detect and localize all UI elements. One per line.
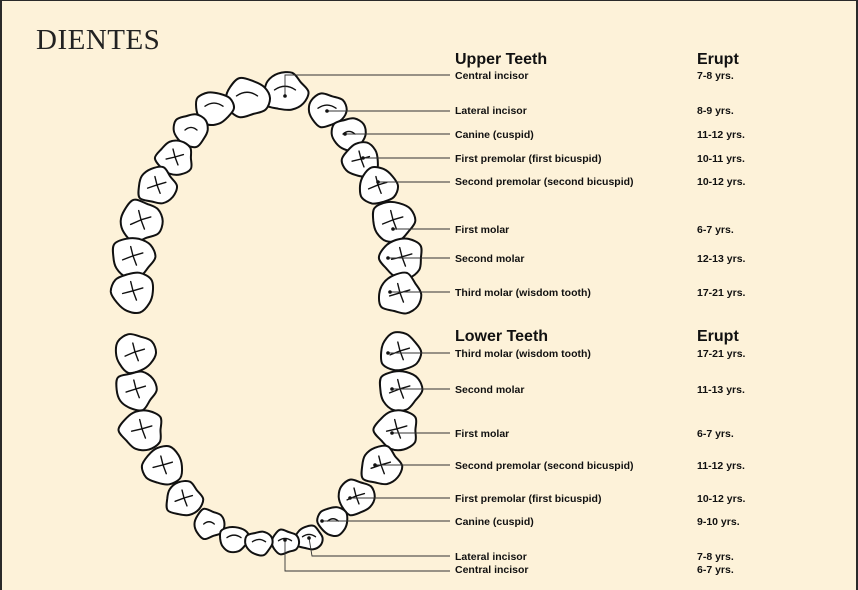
lower-left-tooth-3	[118, 410, 161, 450]
upper-leader-line-2-dot	[325, 109, 329, 113]
upper-right-tooth-1	[264, 72, 309, 110]
lower-label-canine: Canine (cuspid)	[455, 516, 534, 528]
lower-label-central-incisor: Central incisor	[455, 564, 529, 576]
upper-label-first-molar: First molar	[455, 224, 509, 236]
upper-leader-line-6-dot	[391, 227, 395, 231]
lower-label-second-premolar: Second premolar (second bicuspid)	[455, 460, 634, 472]
upper-label-central-incisor: Central incisor	[455, 70, 529, 82]
lower-erupt-second-molar: 11-13 yrs.	[697, 384, 745, 396]
lower-leader-line-4-dot	[373, 463, 377, 467]
lower-leader-line-7	[309, 538, 450, 556]
lower-label-second-molar: Second molar	[455, 384, 524, 396]
lower-right-tooth-3-crown	[373, 410, 416, 450]
lower-erupt-canine: 9-10 yrs.	[697, 516, 740, 528]
upper-right-tooth-6	[373, 202, 415, 242]
lower-erupt-lateral-incisor: 7-8 yrs.	[697, 551, 734, 563]
upper-teeth-header: Upper Teeth	[455, 51, 547, 68]
lower-erupt-first-molar: 6-7 yrs.	[697, 428, 734, 440]
lower-right-tooth-3	[373, 410, 416, 450]
upper-erupt-canine: 11-12 yrs.	[697, 129, 745, 141]
upper-erupt-header: Erupt	[697, 51, 739, 68]
upper-label-canine: Canine (cuspid)	[455, 129, 534, 141]
upper-erupt-central-incisor: 7-8 yrs.	[697, 70, 734, 82]
upper-leader-line-1	[285, 75, 450, 96]
upper-label-second-molar: Second molar	[455, 253, 524, 265]
upper-leader-line-3-dot	[343, 132, 347, 136]
lower-leader-line-6-dot	[320, 519, 324, 523]
upper-left-tooth-8-crown	[111, 273, 153, 313]
lower-erupt-header: Erupt	[697, 328, 739, 345]
lower-erupt-first-premolar: 10-12 yrs.	[697, 493, 746, 505]
upper-erupt-second-molar: 12-13 yrs.	[697, 253, 746, 265]
lower-left-tooth-1	[116, 334, 156, 373]
lower-leader-line-7-dot	[307, 536, 311, 540]
lower-erupt-third-molar: 17-21 yrs.	[697, 348, 746, 360]
lower-left-tooth-3-crown	[118, 410, 161, 450]
upper-leader-line-8-dot	[388, 290, 392, 294]
lower-leader-line-2-dot	[390, 387, 394, 391]
lower-leader-line-3-dot	[390, 431, 394, 435]
lower-erupt-central-incisor: 6-7 yrs.	[697, 564, 734, 576]
upper-label-second-premolar: Second premolar (second bicuspid)	[455, 176, 634, 188]
upper-right-tooth-1-crown	[264, 72, 309, 110]
upper-erupt-third-molar: 17-21 yrs.	[697, 287, 746, 299]
lower-leader-line-1-dot	[386, 351, 390, 355]
lower-left-tooth-2	[116, 372, 156, 411]
lower-left-tooth-8-crown	[245, 532, 272, 556]
upper-label-lateral-incisor: Lateral incisor	[455, 105, 527, 117]
lower-label-third-molar: Third molar (wisdom tooth)	[455, 348, 591, 360]
lower-erupt-second-premolar: 11-12 yrs.	[697, 460, 745, 472]
lower-label-first-premolar: First premolar (first bicuspid)	[455, 493, 601, 505]
upper-right-tooth-8	[379, 273, 421, 314]
upper-right-tooth-5	[360, 167, 398, 204]
lower-teeth-header: Lower Teeth	[455, 328, 548, 345]
upper-left-tooth-8	[111, 273, 153, 313]
upper-label-first-premolar: First premolar (first bicuspid)	[455, 153, 601, 165]
upper-erupt-lateral-incisor: 8-9 yrs.	[697, 105, 734, 117]
upper-label-third-molar: Third molar (wisdom tooth)	[455, 287, 591, 299]
upper-left-tooth-6	[121, 200, 163, 242]
lower-leader-line-8-dot	[283, 538, 287, 542]
lower-left-tooth-4	[142, 446, 182, 485]
lower-left-tooth-5	[167, 481, 204, 515]
upper-leader-line-1-dot	[283, 94, 287, 98]
lower-right-tooth-2	[380, 371, 423, 411]
upper-leader-line-7-dot	[386, 256, 390, 260]
upper-leader-line-4-dot	[361, 156, 365, 160]
lower-left-tooth-8	[245, 532, 272, 556]
lower-label-first-molar: First molar	[455, 428, 509, 440]
teeth-layer	[111, 72, 423, 555]
lower-leader-line-5-dot	[348, 496, 352, 500]
upper-erupt-first-molar: 6-7 yrs.	[697, 224, 734, 236]
upper-erupt-first-premolar: 10-11 yrs.	[697, 153, 745, 165]
upper-erupt-second-premolar: 10-12 yrs.	[697, 176, 746, 188]
upper-leader-line-5-dot	[376, 180, 380, 184]
lower-right-tooth-1	[381, 332, 421, 370]
lower-label-lateral-incisor: Lateral incisor	[455, 551, 527, 563]
